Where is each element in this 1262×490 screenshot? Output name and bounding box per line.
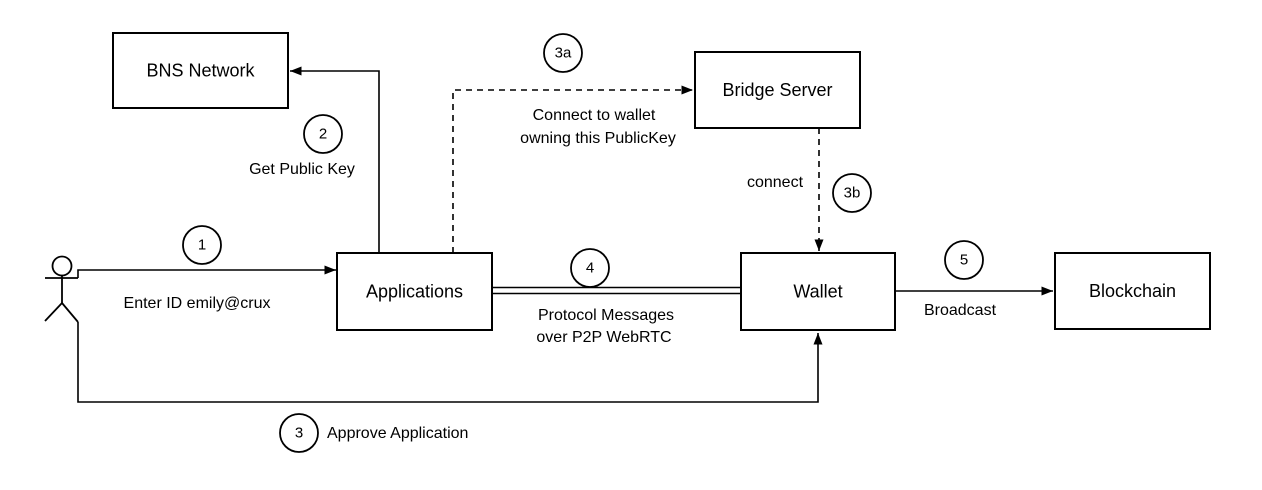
node-blockchain: Blockchain [1054,252,1211,330]
edge-user-to-wallet [77,322,823,403]
edge-applications-to-bns [290,66,380,253]
label-get-public-key: Get Public Key [249,161,355,178]
node-bns-network-label: BNS Network [146,61,255,81]
step-badge-3b-number: 3b [844,185,861,202]
label-connect-to-wallet-line1: Connect to wallet [533,107,656,124]
label-connect-to-wallet-line2: owning this PublicKey [520,130,676,147]
step-badge-3b: 3b [832,173,872,213]
node-blockchain-label: Blockchain [1089,281,1176,301]
person-stick-figure-icon [44,255,79,323]
node-applications: Applications [336,252,493,331]
step-badge-4-number: 4 [586,260,594,277]
step-badge-4: 4 [570,248,610,288]
label-protocol-messages-line2: over P2P WebRTC [536,329,671,346]
step-badge-1-number: 1 [198,237,206,254]
step-badge-2-number: 2 [319,126,327,143]
node-wallet: Wallet [740,252,896,331]
node-bridge-server-label: Bridge Server [722,80,832,100]
edge-applications-to-bridge-server [452,85,693,253]
label-approve-application: Approve Application [327,425,468,442]
label-protocol-messages-line1: Protocol Messages [538,307,674,324]
step-badge-2: 2 [303,114,343,154]
label-enter-id: Enter ID emily@crux [124,295,271,312]
edge-user-to-applications [77,265,336,278]
label-connect: connect [747,174,804,191]
step-badge-3a-number: 3a [555,45,572,62]
step-badge-3a: 3a [543,33,583,73]
node-applications-label: Applications [366,282,463,302]
node-bns-network: BNS Network [112,32,289,109]
step-badge-1: 1 [182,225,222,265]
step-badge-3-number: 3 [295,425,303,442]
label-broadcast: Broadcast [924,302,997,319]
step-badge-3: 3 [279,413,319,453]
step-badge-5: 5 [944,240,984,280]
edge-applications-to-wallet-double-line [492,286,741,295]
node-bridge-server: Bridge Server [694,51,861,129]
node-wallet-label: Wallet [793,282,842,302]
step-badge-5-number: 5 [960,252,968,269]
